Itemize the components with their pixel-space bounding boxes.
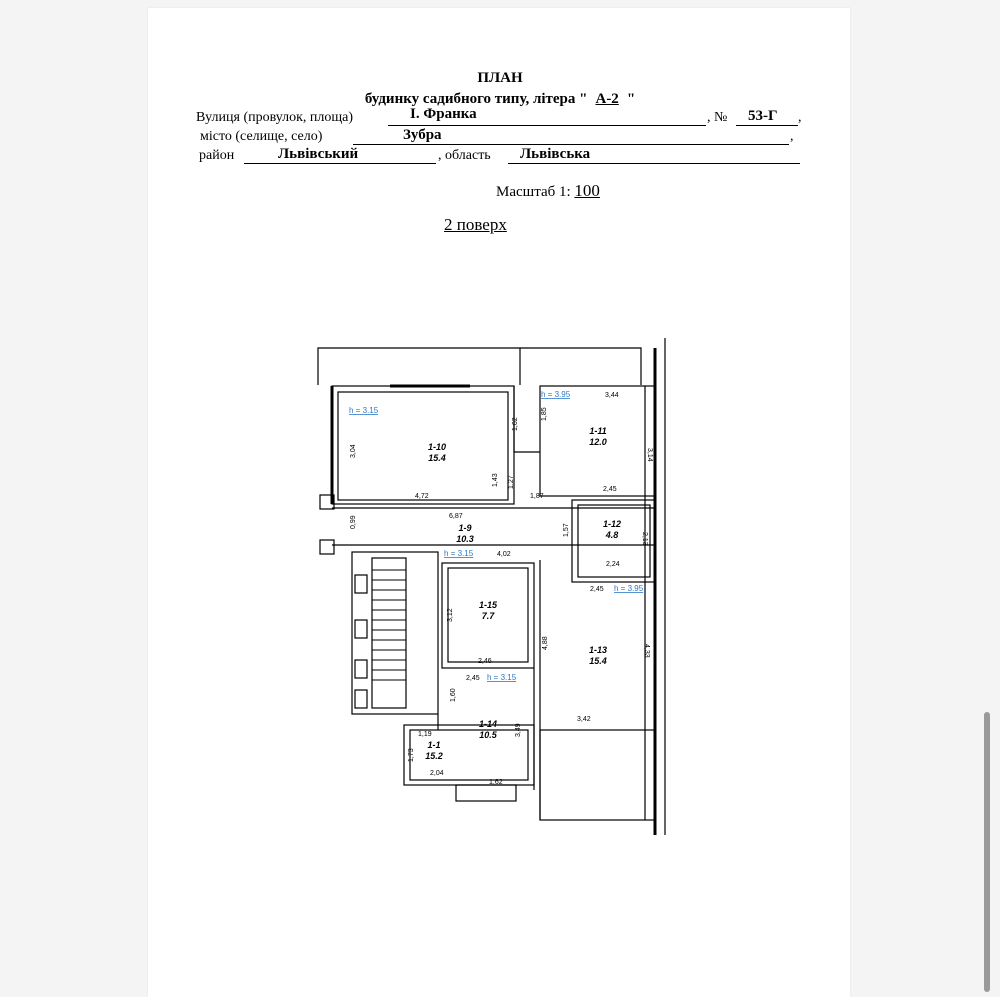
stair-treads [372, 569, 406, 681]
room-id: 1-9 [458, 523, 471, 533]
room-id: 1-14 [479, 719, 497, 729]
dimension: 1,87 [530, 493, 544, 500]
city-label: місто (селище, село) [200, 129, 323, 144]
region-value: Львівська [520, 146, 591, 162]
number-underline [736, 125, 798, 126]
room-area: 12.0 [589, 437, 607, 447]
number-label: , № [707, 110, 728, 125]
vertical-scrollbar[interactable] [984, 712, 990, 992]
dimension-labels: 3,44 1,62 1,85 3,14 3,04 1,43 1,27 4,72 … [350, 392, 653, 786]
dimension: 1,62 [512, 417, 519, 431]
street-underline [388, 125, 706, 126]
room-id: 1-1 [427, 740, 440, 750]
city-comma: , [790, 129, 794, 144]
dimension: 2,45 [590, 586, 604, 593]
height-label: h = 3.15 [349, 406, 379, 415]
number-value: 53-Г [748, 108, 778, 124]
thick-walls [330, 348, 657, 835]
dimension: 1,73 [408, 748, 415, 762]
dimension: 4,02 [497, 551, 511, 558]
height-label: h = 3.95 [541, 390, 571, 399]
room-id: 1-10 [428, 442, 446, 452]
region-underline [508, 163, 800, 164]
dimension: 1,62 [489, 779, 503, 786]
room-area: 7.7 [482, 611, 496, 621]
dimension: 2,45 [466, 675, 480, 682]
document-subtitle: будинку садибного типу, літера " А-2 " [0, 91, 1000, 108]
height-labels: h = 3.15 h = 3.95 h = 3.15 h = 3.95 h = … [349, 390, 644, 682]
dimension: 3,12 [447, 608, 454, 622]
room-area: 4.8 [605, 530, 619, 540]
dimension: 3,14 [646, 448, 653, 462]
street-value: І. Франка [410, 106, 477, 122]
district-value: Львівський [278, 146, 359, 162]
height-label: h = 3.15 [487, 673, 517, 682]
dimension: 6,87 [449, 513, 463, 520]
dimension: 3,44 [605, 392, 619, 399]
dimension: 3,04 [350, 444, 357, 458]
height-label: h = 3.95 [614, 584, 644, 593]
street-label: Вулиця (провулок, площа) [196, 110, 354, 125]
room-id: 10.3 [456, 534, 474, 544]
region-label: , область [438, 148, 491, 163]
dimension: 1,19 [418, 731, 432, 738]
floor-label: 2 поверх [444, 215, 507, 234]
room-id: 1-15 [479, 600, 498, 610]
dimension: 4,33 [643, 644, 650, 658]
dimension: 1,43 [492, 473, 499, 487]
room-area: 10.5 [479, 730, 498, 740]
dimension: 4,72 [415, 493, 429, 500]
subtitle-prefix: будинку садибного типу, літера " [364, 91, 588, 107]
scale-value: 100 [574, 181, 600, 200]
dimension: 3,42 [577, 716, 591, 723]
subtitle-suffix: " [626, 91, 636, 107]
room-labels: 1-10 15.4 1-11 12.0 1-9 10.3 1-12 4.8 1-… [425, 426, 621, 761]
district-label: район [199, 148, 235, 163]
city-underline [353, 144, 789, 145]
room-id: 1-11 [589, 426, 606, 436]
dimension: 2,24 [606, 561, 620, 568]
dimension: 1,85 [541, 407, 548, 421]
dimension: 2,45 [603, 486, 617, 493]
district-underline [244, 163, 436, 164]
dimension: 3,49 [515, 723, 522, 737]
dimension: 2,04 [430, 770, 444, 777]
scale-line: Масштаб 1: 100 [496, 181, 600, 201]
dimension: 2,13 [641, 532, 648, 546]
room-area: 15.4 [589, 656, 607, 666]
dimension: 2,46 [478, 658, 492, 665]
room-id: 1-13 [589, 645, 607, 655]
room-id: 1-12 [603, 519, 621, 529]
building-letter: А-2 [595, 91, 619, 107]
number-comma: , [798, 110, 802, 125]
room-area: 15.2 [425, 751, 443, 761]
city-value: Зубра [403, 127, 442, 143]
document-title: ПЛАН [477, 70, 523, 86]
dimension: 1,57 [563, 523, 570, 537]
dimension: 1,27 [508, 475, 515, 489]
document-sheet [148, 8, 850, 997]
dimension: 0,99 [350, 515, 357, 529]
dimension: 4,88 [542, 636, 549, 650]
height-label: h = 3.15 [444, 549, 474, 558]
scale-label: Масштаб 1: [496, 184, 571, 200]
room-area: 15.4 [428, 453, 446, 463]
dimension: 1,60 [450, 688, 457, 702]
